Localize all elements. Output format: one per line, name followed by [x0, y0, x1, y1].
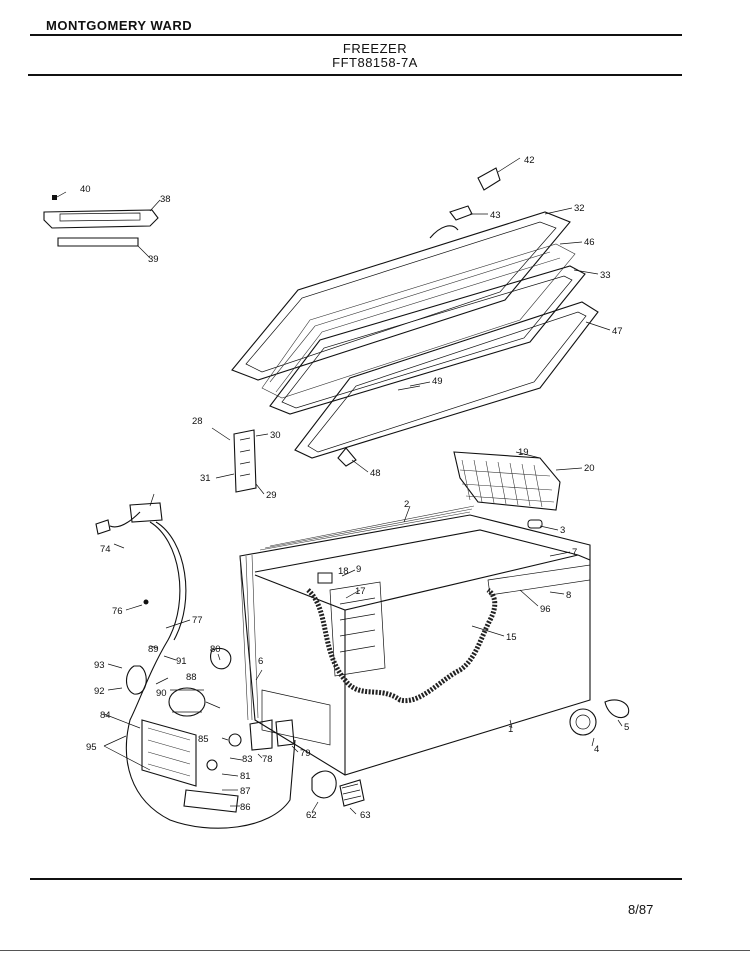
callout-labels: 40 38 39 42 43 32 46 33 47 49 48 28 30 2…: [80, 155, 629, 821]
hinge-assembly: [211, 427, 257, 493]
callout-3: 3: [560, 525, 565, 536]
callout-33: 33: [600, 270, 611, 281]
brand-name: MONTGOMERY WARD: [46, 18, 193, 33]
callout-77: 77: [192, 615, 203, 626]
callout-83: 83: [242, 754, 253, 765]
lid-screw-icon: [397, 385, 421, 391]
page-bottom-edge: [0, 950, 750, 951]
lock-icon: [527, 519, 543, 529]
model-number: FFT88158-7A: [332, 55, 418, 70]
callout-76: 76: [112, 606, 123, 617]
appliance-type: FREEZER: [342, 41, 408, 56]
callout-81: 81: [240, 771, 251, 782]
callout-29: 29: [266, 490, 277, 501]
callout-5: 5: [624, 722, 629, 733]
callout-96: 96: [540, 604, 551, 615]
callout-19: 19: [518, 447, 529, 458]
callout-7: 7: [572, 547, 577, 558]
callout-93: 93: [94, 660, 105, 671]
callout-40: 40: [80, 184, 91, 195]
callout-39: 39: [148, 254, 159, 265]
callout-20: 20: [584, 463, 595, 474]
screw-icon: [52, 195, 57, 200]
callout-78: 78: [262, 754, 273, 765]
lid-stop-icon: [337, 447, 357, 467]
callout-8: 8: [566, 590, 571, 601]
callout-38: 38: [160, 194, 171, 205]
callout-32: 32: [574, 203, 585, 214]
callout-91: 91: [176, 656, 187, 667]
leader-lines: [103, 157, 623, 815]
wire-basket: [453, 451, 561, 511]
callout-9: 9: [356, 564, 361, 575]
page-date: 8/87: [628, 902, 654, 917]
callout-84: 84: [100, 710, 111, 721]
light-switch-icon: [317, 572, 333, 584]
callout-17: 17: [355, 586, 366, 597]
power-cord: [95, 502, 296, 829]
callout-74: 74: [100, 544, 111, 555]
callout-95: 95: [86, 742, 97, 753]
callout-42: 42: [524, 155, 535, 166]
control-parts: [311, 699, 630, 807]
page-title: FREEZER FFT88158-7A: [0, 42, 750, 70]
callout-85: 85: [198, 734, 209, 745]
callout-4: 4: [594, 744, 599, 755]
header-rule: [30, 34, 682, 36]
callout-49: 49: [432, 376, 443, 387]
callout-2: 2: [404, 499, 409, 510]
callout-31: 31: [200, 473, 211, 484]
callout-1: 1: [508, 724, 513, 735]
callout-43: 43: [490, 210, 501, 221]
header-rule-lower: [28, 74, 682, 76]
callout-15: 15: [506, 632, 517, 643]
compressor-assembly: [125, 648, 295, 813]
callout-79: 79: [300, 748, 311, 759]
callout-90: 90: [156, 688, 167, 699]
callout-18: 18: [338, 566, 349, 577]
callout-46: 46: [584, 237, 595, 248]
callout-92: 92: [94, 686, 105, 697]
callout-62: 62: [306, 810, 317, 821]
callout-6: 6: [258, 656, 263, 667]
callout-89: 89: [148, 644, 159, 655]
callout-48: 48: [370, 468, 381, 479]
callout-28: 28: [192, 416, 203, 427]
callout-86: 86: [240, 802, 251, 813]
callout-47: 47: [612, 326, 623, 337]
freezer-cabinet: [239, 505, 591, 776]
footer-rule: [30, 878, 682, 880]
lid-handle-group: [43, 191, 161, 259]
callout-87: 87: [240, 786, 251, 797]
lid-assembly: [231, 167, 599, 467]
callout-88: 88: [186, 672, 197, 683]
callout-30: 30: [270, 430, 281, 441]
callout-63: 63: [360, 810, 371, 821]
callout-80: 80: [210, 644, 221, 655]
